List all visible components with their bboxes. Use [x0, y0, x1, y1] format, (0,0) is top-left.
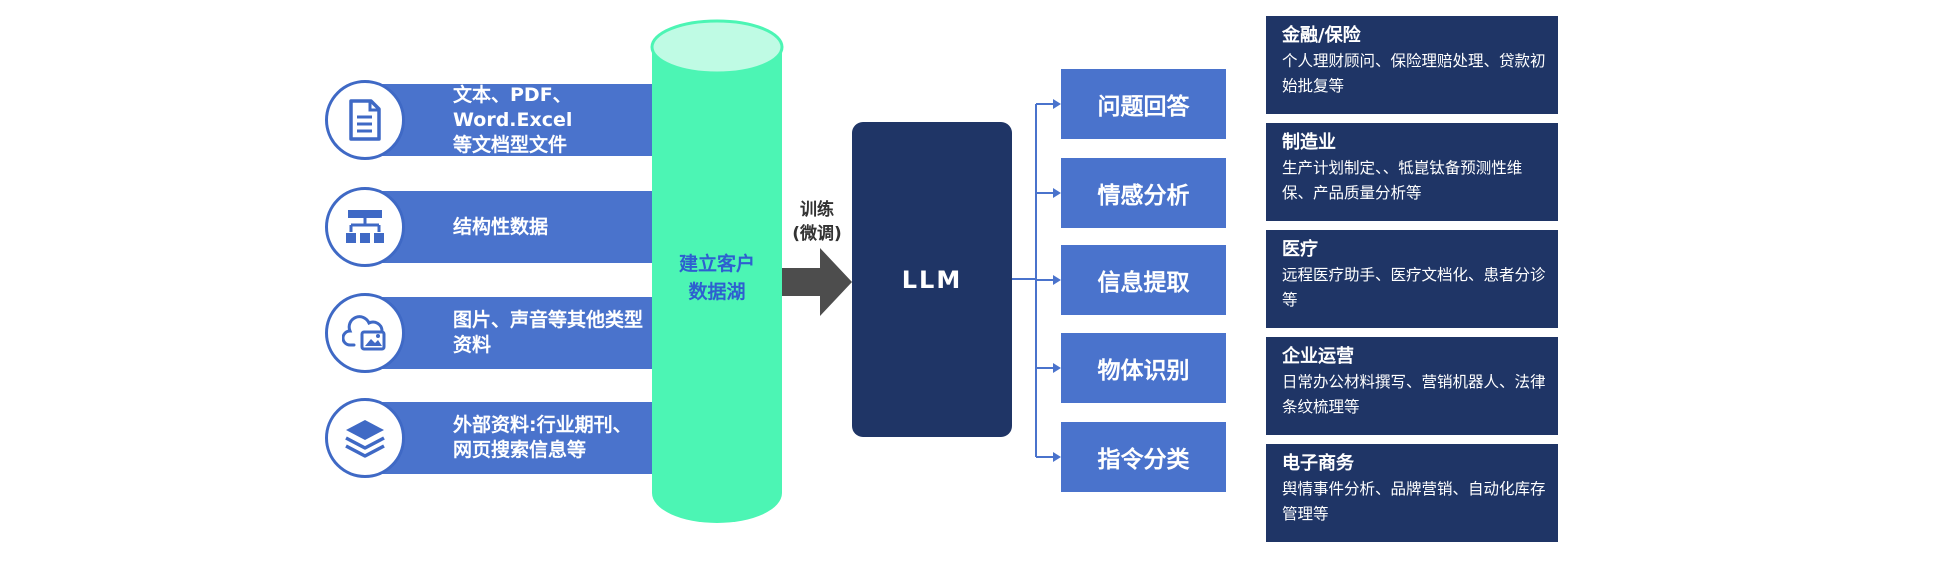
industry-title: 制造业: [1282, 132, 1336, 153]
task-label-2: 情感分析: [1097, 183, 1190, 209]
cloud-image-icon: [342, 315, 386, 351]
llm-box: LLM: [852, 122, 1012, 437]
industry-desc: 远程医疗助手、医疗文档化、患者分诊等: [1282, 266, 1546, 309]
layers-icon: [345, 420, 385, 458]
structure-icon: [346, 210, 384, 243]
industry-box-operations: 企业运营 日常办公材料撰写、营销机器人、法律条纹梳理等: [1266, 337, 1558, 435]
arrowhead-task-5: [1053, 452, 1061, 462]
industry-box-manufacturing: 制造业 生产计划制定、、牴崑钛备预测性维保、产品质量分析等: [1266, 123, 1558, 221]
task-connectors: [1012, 103, 1059, 458]
task-label-3: 信息提取: [1097, 270, 1190, 296]
task-box-4: 物体识别: [1061, 333, 1226, 403]
arrowhead-task-3: [1053, 275, 1061, 285]
source-label-3: 图片、声音等其他类型 资料: [453, 309, 644, 356]
training-label: 训练 (微调): [792, 200, 842, 244]
source-label-1: 文本、PDF、Word.Excel 等文档型文件: [453, 83, 573, 156]
industry-box-healthcare: 医疗 远程医疗助手、医疗文档化、患者分诊等: [1266, 230, 1558, 328]
industry-title: 医疗: [1282, 239, 1318, 260]
source-label-4: 外部资料:行业期刊、 网页搜索信息等: [453, 414, 632, 461]
arrowhead-task-4: [1053, 363, 1061, 373]
industry-desc: 个人理财顾问、保险理赔处理、贷款初始批复等: [1282, 52, 1546, 95]
task-label-1: 问题回答: [1097, 94, 1190, 120]
industry-desc: 舆情事件分析、品牌营销、自动化库存管理等: [1282, 480, 1546, 523]
source-label-2: 结构性数据: [453, 215, 549, 238]
industry-desc: 生产计划制定、、牴崑钛备预测性维保、产品质量分析等: [1282, 159, 1523, 202]
task-box-1: 问题回答: [1061, 69, 1226, 139]
task-label-5: 指令分类: [1097, 447, 1190, 473]
data-lake-cylinder-body: [652, 47, 782, 493]
source-icon-circle-3: [325, 293, 405, 373]
training-arrow: [782, 248, 852, 316]
task-box-5: 指令分类: [1061, 422, 1226, 492]
data-lake-label: 建立客户 数据湖: [678, 253, 755, 303]
connector-arrowheads: [1053, 99, 1061, 462]
industry-title: 企业运营: [1282, 346, 1354, 367]
document-icon: [349, 99, 381, 141]
llm-label: LLM: [901, 265, 963, 294]
task-box-2: 情感分析: [1061, 158, 1226, 228]
industry-title: 电子商务: [1282, 453, 1354, 474]
industry-title: 金融/保险: [1282, 25, 1361, 46]
source-icon-circle-1: [325, 80, 405, 160]
task-box-3: 信息提取: [1061, 245, 1226, 315]
arrowhead-task-2: [1053, 188, 1061, 198]
source-icon-circle-4: [325, 398, 405, 478]
data-lake-cylinder-bottom: [652, 463, 782, 523]
industry-desc: 日常办公材料撰写、营销机器人、法律条纹梳理等: [1282, 373, 1546, 416]
arrowhead-task-1: [1053, 99, 1061, 109]
industry-box-finance: 金融/保险 个人理财顾问、保险理赔处理、贷款初始批复等: [1266, 16, 1558, 114]
source-icon-circle-2: [325, 187, 405, 267]
industry-box-ecommerce: 电子商务 舆情事件分析、品牌营销、自动化库存管理等: [1266, 444, 1558, 542]
data-lake-cylinder-top: [650, 19, 784, 75]
task-label-4: 物体识别: [1097, 358, 1190, 384]
